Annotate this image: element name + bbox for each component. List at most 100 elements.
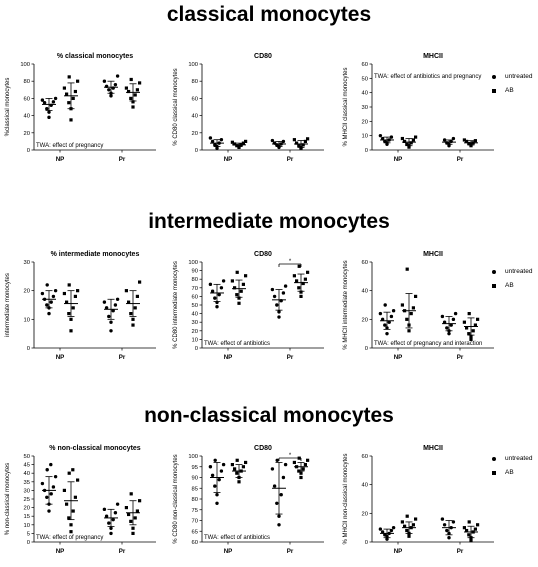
data-point-square [138, 280, 142, 284]
significance-star: * [289, 259, 292, 265]
data-point-square [237, 296, 241, 300]
data-point-square [295, 279, 299, 283]
data-point-square [467, 332, 471, 336]
data-point-square [244, 139, 248, 143]
data-point-square [403, 139, 407, 143]
data-point-square [127, 300, 131, 304]
circle-marker-icon [492, 457, 496, 461]
data-point-circle [380, 317, 385, 322]
data-point-circle [275, 501, 279, 505]
y-tick-label: 40 [24, 471, 30, 477]
data-point-square [69, 329, 73, 333]
data-point-circle [272, 294, 277, 299]
data-point-square [131, 323, 135, 327]
legend-label: AB [505, 87, 514, 94]
data-point-circle [102, 507, 107, 512]
data-point-square [62, 488, 66, 492]
data-point-circle [383, 139, 387, 144]
chart-title: CD80 [254, 445, 272, 452]
data-point-square [67, 75, 71, 79]
data-point-circle [42, 101, 47, 105]
x-tick-label: Pr [287, 548, 294, 555]
data-point-square [71, 306, 75, 310]
y-tick-label: 30 [24, 488, 30, 494]
x-tick-label: Pr [457, 354, 464, 361]
data-point-square [299, 475, 303, 480]
y-tick-label: 30 [362, 105, 368, 111]
y-tick-label: 40 [362, 91, 368, 97]
data-point-square [129, 96, 133, 100]
data-point-square [301, 143, 305, 147]
y-axis-label: intermediate monocytes [5, 273, 11, 337]
data-point-circle [213, 296, 217, 300]
data-point-circle [389, 135, 394, 139]
data-point-square [76, 79, 80, 83]
data-point-circle [47, 311, 51, 316]
data-point-square [299, 290, 303, 294]
data-point-circle [445, 326, 449, 330]
circle-marker-icon [492, 75, 496, 79]
data-point-circle [270, 467, 275, 471]
data-point-square [409, 312, 413, 316]
data-point-circle [221, 279, 226, 283]
data-point-square [131, 105, 135, 109]
data-point-circle [53, 474, 58, 479]
data-point-square [135, 509, 139, 513]
data-point-square [73, 89, 77, 94]
data-point-square [292, 460, 296, 465]
y-tick-label: 20 [192, 131, 198, 137]
y-tick-label: 15 [24, 514, 30, 520]
legend-label: untreated [505, 268, 533, 275]
y-axis-label: % MHCII classical monocytes [343, 67, 349, 146]
square-marker-icon [492, 89, 496, 93]
y-tick-label: 20 [362, 511, 368, 517]
data-point-square [414, 517, 418, 521]
data-point-square [65, 502, 69, 506]
data-point-square [124, 86, 128, 90]
data-point-circle [102, 300, 107, 304]
y-axis-label: % non-classical monocytes [5, 463, 11, 535]
data-point-circle [451, 317, 456, 322]
data-point-circle [51, 100, 56, 104]
data-point-circle [453, 311, 458, 316]
legend-label: untreated [505, 73, 533, 80]
y-tick-label: 50 [192, 303, 198, 309]
data-point-square [138, 81, 142, 85]
data-point-circle [215, 305, 219, 309]
data-point-circle [107, 521, 111, 525]
x-tick-label: NP [224, 354, 233, 361]
data-point-circle [389, 314, 394, 319]
data-point-square [69, 530, 73, 534]
data-point-square [67, 312, 71, 316]
y-tick-label: 10 [24, 523, 30, 529]
y-axis-label: % CD80 non-classical monocytes [173, 454, 179, 543]
data-point-circle [445, 528, 449, 533]
data-point-circle [45, 468, 49, 472]
legend-label: AB [505, 282, 514, 289]
data-point-circle [47, 509, 51, 513]
chart-title: % non-classical monocytes [49, 445, 141, 452]
data-point-square [405, 528, 409, 533]
y-tick-label: 80 [24, 79, 30, 85]
y-tick-label: 60 [192, 294, 198, 300]
y-tick-label: 40 [24, 114, 30, 120]
data-point-square [65, 300, 69, 304]
data-point-square [127, 89, 131, 94]
data-point-square [65, 92, 69, 96]
chart-title: % intermediate monocytes [51, 251, 140, 258]
data-point-square [407, 534, 411, 538]
y-tick-label: 90 [192, 269, 198, 275]
data-point-circle [389, 528, 394, 533]
data-point-square [230, 463, 234, 467]
data-point-circle [442, 320, 447, 324]
twa-annotation: TWA: effect of antibiotics and pregnancy [374, 74, 481, 80]
data-point-square [405, 317, 409, 321]
chart-non-classical-percent: % non-classical monocytes % non-classical… [5, 445, 156, 555]
y-tick-label: 30 [192, 320, 198, 326]
y-axis-label: %classical monocytes [5, 78, 11, 137]
y-tick-label: 0 [195, 148, 198, 154]
y-tick-label: 95 [192, 465, 198, 471]
data-point-square [62, 86, 66, 90]
data-point-circle [391, 525, 396, 530]
data-point-circle [219, 286, 224, 290]
